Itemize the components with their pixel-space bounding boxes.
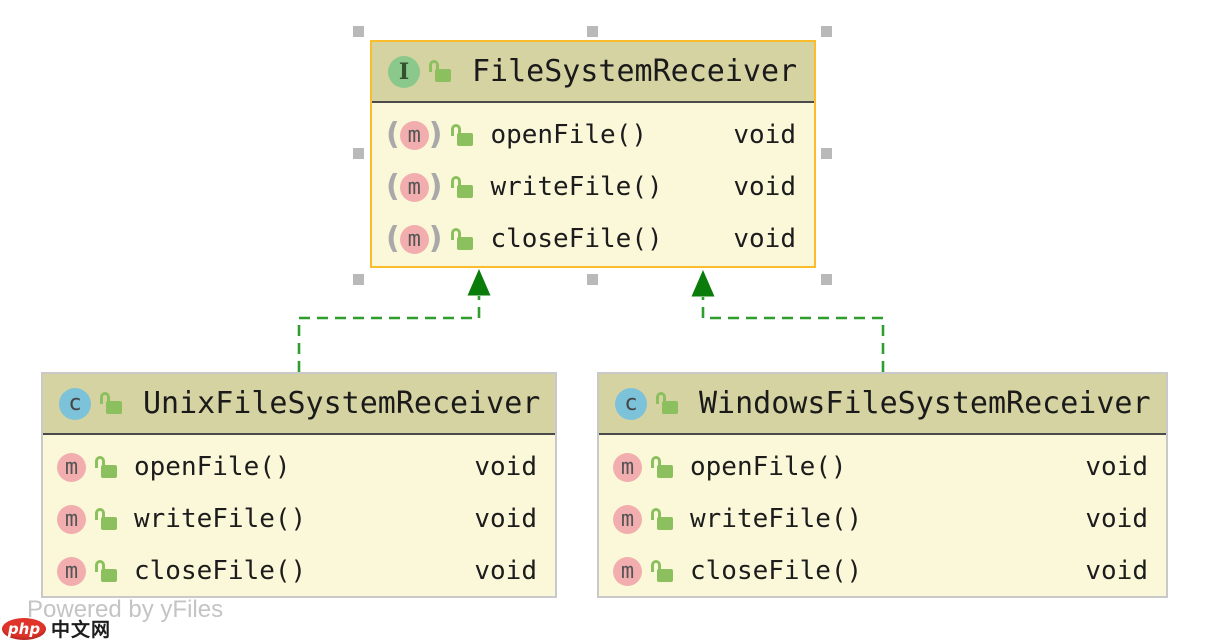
public-lock-icon	[95, 507, 118, 531]
method-name: closeFile()	[134, 556, 307, 586]
public-lock-icon	[451, 175, 474, 199]
method-row[interactable]: m closeFile() void	[599, 545, 1166, 597]
arrowhead-unix-implements[interactable]	[467, 269, 491, 296]
node-title: UnixFileSystemReceiver	[143, 386, 541, 421]
method-return-type: void	[733, 120, 796, 150]
method-row[interactable]: m openFile() void	[43, 441, 555, 493]
node-header[interactable]: I FileSystemReceiver	[372, 42, 814, 103]
public-lock-icon	[656, 392, 679, 415]
method-return-type: void	[474, 504, 537, 534]
node-filesystemreceiver[interactable]: I FileSystemReceiver ( m ) openFile() vo…	[370, 40, 816, 268]
method-return-type: void	[733, 224, 796, 254]
method-icon: m	[57, 452, 86, 482]
method-row[interactable]: m closeFile() void	[43, 545, 555, 597]
method-name: writeFile()	[134, 504, 307, 534]
edge-unix-implements[interactable]	[297, 296, 481, 372]
node-header[interactable]: c WindowsFileSystemReceiver	[599, 374, 1166, 435]
method-return-type: void	[1085, 452, 1148, 482]
selection-handle-bottom-right[interactable]	[821, 274, 832, 285]
abstract-method-icon: ( m )	[386, 169, 443, 204]
public-lock-icon	[451, 123, 474, 147]
method-row[interactable]: ( m ) openFile() void	[372, 109, 814, 161]
method-list: ( m ) openFile() void ( m )	[372, 103, 814, 265]
method-name: openFile()	[490, 120, 647, 150]
php-logo-icon: php	[2, 617, 46, 640]
method-row[interactable]: m writeFile() void	[599, 493, 1166, 545]
method-name: closeFile()	[490, 224, 663, 254]
class-icon: c	[59, 387, 91, 420]
public-lock-icon	[429, 60, 452, 83]
selection-handle-mid-left[interactable]	[353, 148, 364, 159]
method-icon: m	[613, 504, 642, 534]
method-list: m openFile() void m writeFile() void m	[43, 435, 555, 597]
public-lock-icon	[451, 227, 474, 251]
abstract-method-icon: ( m )	[386, 221, 443, 256]
method-icon: m	[57, 556, 86, 586]
selection-handle-bottom-left[interactable]	[353, 274, 364, 285]
method-name: writeFile()	[490, 172, 663, 202]
method-icon: m	[613, 556, 642, 586]
method-name: writeFile()	[690, 504, 863, 534]
selection-handle-top-center[interactable]	[587, 26, 598, 37]
edge-windows-implements[interactable]	[701, 297, 885, 372]
method-return-type: void	[474, 556, 537, 586]
method-return-type: void	[474, 452, 537, 482]
method-return-type: void	[1085, 504, 1148, 534]
node-unixfilesystemreceiver[interactable]: c UnixFileSystemReceiver m openFile() vo…	[41, 372, 557, 598]
powered-by-yfiles-label: Powered by yFiles	[27, 596, 224, 623]
selection-handle-bottom-center[interactable]	[587, 274, 598, 285]
public-lock-icon	[95, 559, 118, 583]
php-cn-watermark: php 中文网	[2, 615, 111, 642]
node-header[interactable]: c UnixFileSystemReceiver	[43, 374, 555, 435]
method-row[interactable]: m writeFile() void	[43, 493, 555, 545]
method-name: openFile()	[134, 452, 291, 482]
method-icon: m	[613, 452, 642, 482]
arrowhead-windows-implements[interactable]	[691, 270, 715, 297]
method-row[interactable]: m openFile() void	[599, 441, 1166, 493]
node-title: WindowsFileSystemReceiver	[699, 386, 1151, 421]
method-name: openFile()	[690, 452, 847, 482]
public-lock-icon	[95, 455, 118, 479]
interface-icon: I	[388, 55, 420, 88]
method-return-type: void	[733, 172, 796, 202]
node-windowsfilesystemreceiver[interactable]: c WindowsFileSystemReceiver m openFile()…	[597, 372, 1168, 598]
class-icon: c	[615, 387, 647, 420]
public-lock-icon	[651, 455, 674, 479]
public-lock-icon	[100, 392, 123, 415]
node-title: FileSystemReceiver	[472, 54, 798, 89]
selection-handle-mid-right[interactable]	[821, 148, 832, 159]
public-lock-icon	[651, 559, 674, 583]
method-list: m openFile() void m writeFile() void m	[599, 435, 1166, 597]
selection-handle-top-left[interactable]	[353, 26, 364, 37]
method-return-type: void	[1085, 556, 1148, 586]
method-icon: m	[57, 504, 86, 534]
method-row[interactable]: ( m ) closeFile() void	[372, 213, 814, 265]
method-name: closeFile()	[690, 556, 863, 586]
selection-handle-top-right[interactable]	[821, 26, 832, 37]
abstract-method-icon: ( m )	[386, 117, 443, 152]
method-row[interactable]: ( m ) writeFile() void	[372, 161, 814, 213]
public-lock-icon	[651, 507, 674, 531]
php-cn-label: 中文网	[51, 619, 112, 641]
